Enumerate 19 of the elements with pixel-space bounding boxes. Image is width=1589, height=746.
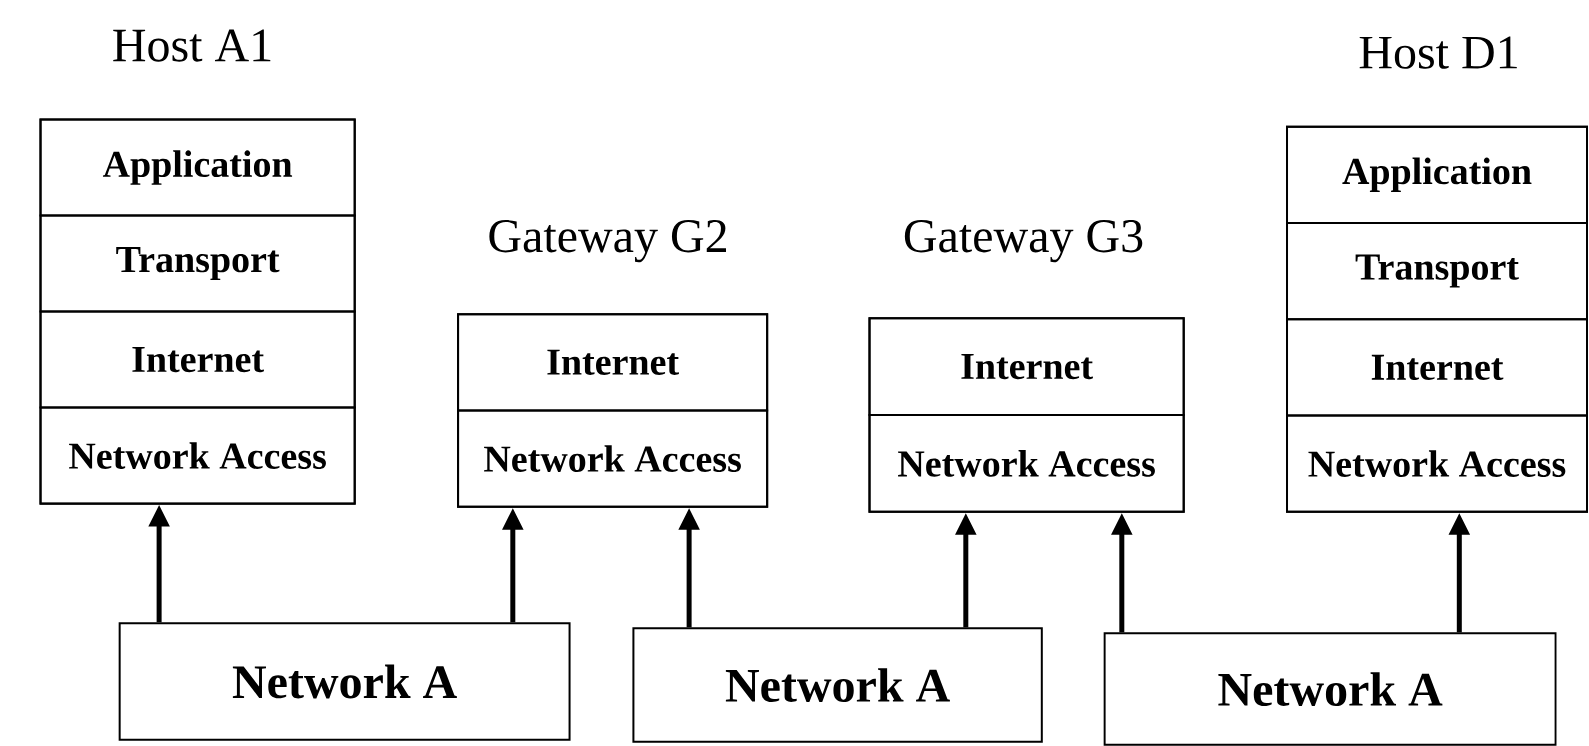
stack-title: Gateway G2 (489, 220, 726, 263)
layer-box: Internet (39, 310, 356, 409)
stack-title: Host D1 (1359, 36, 1517, 69)
layer-box: Network Access (39, 406, 356, 505)
layer-box: Internet (868, 317, 1185, 416)
stack-title: Host A1 (113, 29, 271, 62)
network-box: Network A (1103, 632, 1557, 746)
layer-box: Transport (39, 214, 356, 313)
stack-title: Gateway G3 (904, 220, 1143, 263)
layer-box: Transport (1286, 221, 1588, 321)
layer-box: Application (1286, 125, 1588, 224)
network-box: Network A (118, 622, 571, 741)
layer-box: Network Access (457, 409, 769, 508)
layer-box: Internet (1286, 318, 1588, 417)
layer-box: Network Access (868, 414, 1185, 513)
layer-box: Network Access (1286, 414, 1588, 513)
network-box: Network A (632, 627, 1043, 743)
layer-box: Application (39, 118, 356, 217)
layer-box: Internet (457, 313, 769, 412)
